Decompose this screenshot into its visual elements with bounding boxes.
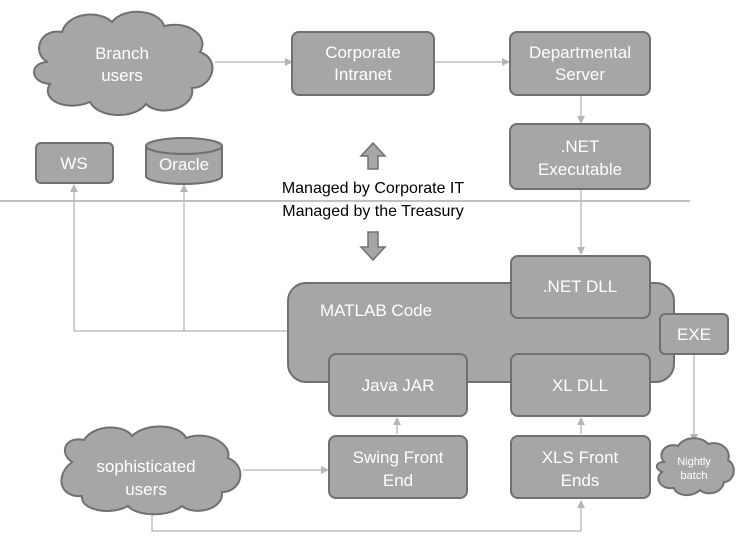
swing-front-end-box: Swing Front End [328,435,468,499]
corporate-intranet-label-line2: Intranet [334,65,392,84]
swing-front-end-label-line2: End [383,471,413,490]
corporate-intranet-label-line1: Corporate [325,43,401,62]
xl-dll-box: XL DLL [510,353,651,417]
departmental-server-box: Departmental Server [509,31,651,96]
exe-label: EXE [677,325,711,344]
swing-front-end-label-line1: Swing Front [353,448,444,467]
sophisticated-users-label-line1: sophisticated [96,457,195,476]
xl-dll-label: XL DLL [552,376,608,395]
connector-matlab-to-ws [70,184,288,332]
branch-users-label-line2: users [101,66,143,85]
xls-front-ends-label-line1: XLS Front [542,448,619,467]
nightly-batch-cloud: Nightly batch [656,437,735,496]
ws-label: WS [60,154,87,173]
matlab-code-label: MATLAB Code [320,301,432,320]
java-jar-box: Java JAR [328,353,468,417]
oracle-label: Oracle [159,155,209,174]
nightly-batch-label-line1: Nightly [677,456,711,468]
net-executable-label-line2: Executable [538,160,622,179]
xls-front-ends-label-line2: Ends [561,471,600,490]
sophisticated-users-cloud: sophisticated users [60,425,242,516]
connector-sophisticated-to-xls [151,500,585,532]
sophisticated-users-label-line2: users [125,480,167,499]
arrow-down-icon [359,231,387,262]
corporate-intranet-box: Corporate Intranet [291,31,435,96]
java-jar-label: Java JAR [362,376,435,395]
ws-box: WS [35,142,114,184]
exe-box: EXE [659,313,729,355]
branch-users-cloud: Branch users [33,10,214,117]
departmental-server-label-line2: Server [555,65,605,84]
branch-users-label-line1: Branch [95,44,149,63]
net-executable-label-line1: .NET [561,137,600,156]
net-dll-label: .NET DLL [543,277,617,296]
nightly-batch-label-line2: batch [681,470,708,482]
arrow-up-icon [359,141,387,170]
managed-by-corporate-it-label: Managed by Corporate IT [282,180,465,197]
managed-by-treasury-label: Managed by the Treasury [282,203,463,220]
net-dll-box: .NET DLL [510,255,651,319]
net-executable-box: .NET Executable [509,123,651,190]
connectors [70,58,698,532]
oracle-database-icon: Oracle [145,137,223,185]
departmental-server-label-line1: Departmental [529,43,631,62]
xls-front-ends-box: XLS Front Ends [510,435,651,499]
